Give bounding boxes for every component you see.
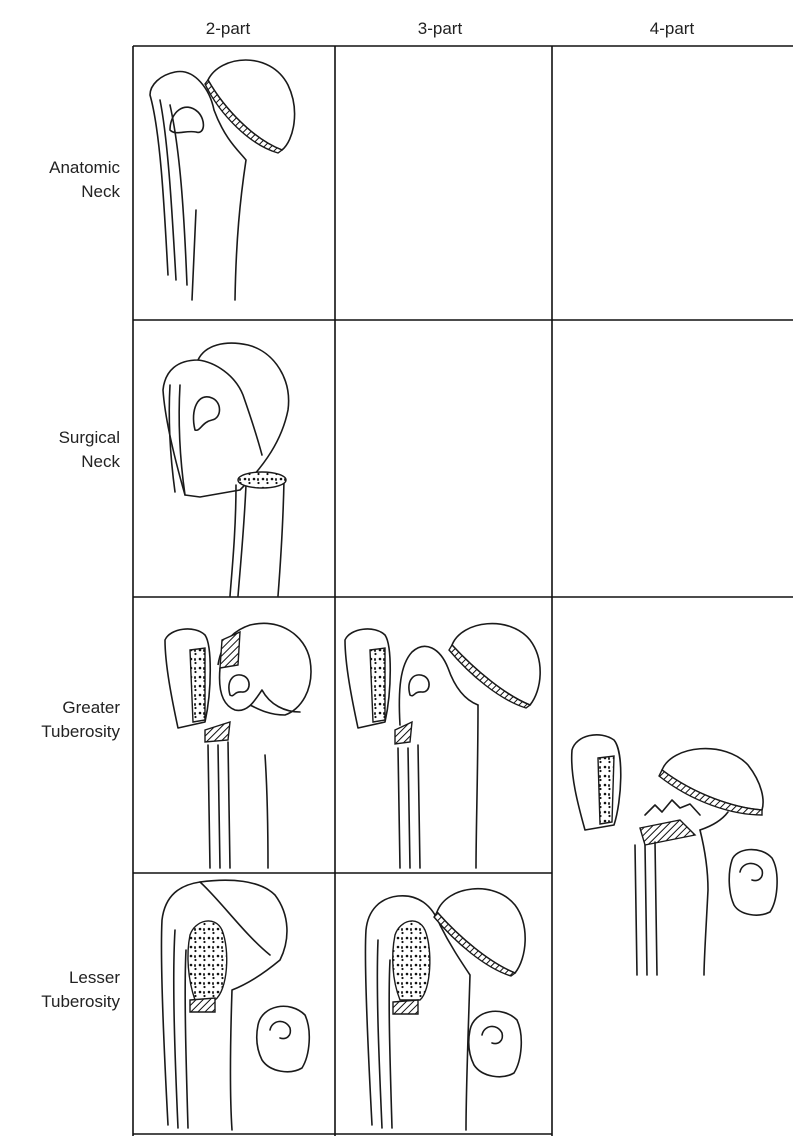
row-label-lesser-tuberosity: Lesser Tuberosity [41,968,120,1011]
row-label-line1: Surgical [59,428,120,447]
column-header-2-part: 2-part [206,19,251,38]
row-label-surgical-neck: Surgical Neck [59,428,121,471]
drawing-lesser-tuberosity-2-part [161,880,309,1130]
row-label-anatomic-neck: Anatomic Neck [49,158,120,201]
row-label-line1: Anatomic [49,158,120,177]
row-label-line2: Neck [81,182,120,201]
row-label-line2: Tuberosity [41,722,120,741]
row-label-line1: Lesser [69,968,120,987]
drawing-anatomic-neck-2-part [150,60,295,300]
column-header-4-part: 4-part [650,19,695,38]
classification-grid [133,46,793,1136]
drawing-lesser-tuberosity-3-part [365,889,525,1130]
row-label-line1: Greater [62,698,120,717]
drawing-greater-tuberosity-3-part [345,624,540,868]
drawing-greater-tuberosity-2-part [165,623,311,868]
row-label-greater-tuberosity: Greater Tuberosity [41,698,120,741]
column-header-3-part: 3-part [418,19,463,38]
row-label-line2: Tuberosity [41,992,120,1011]
drawing-surgical-neck-2-part [163,343,289,596]
row-label-line2: Neck [81,452,120,471]
drawing-4-part [572,735,777,975]
